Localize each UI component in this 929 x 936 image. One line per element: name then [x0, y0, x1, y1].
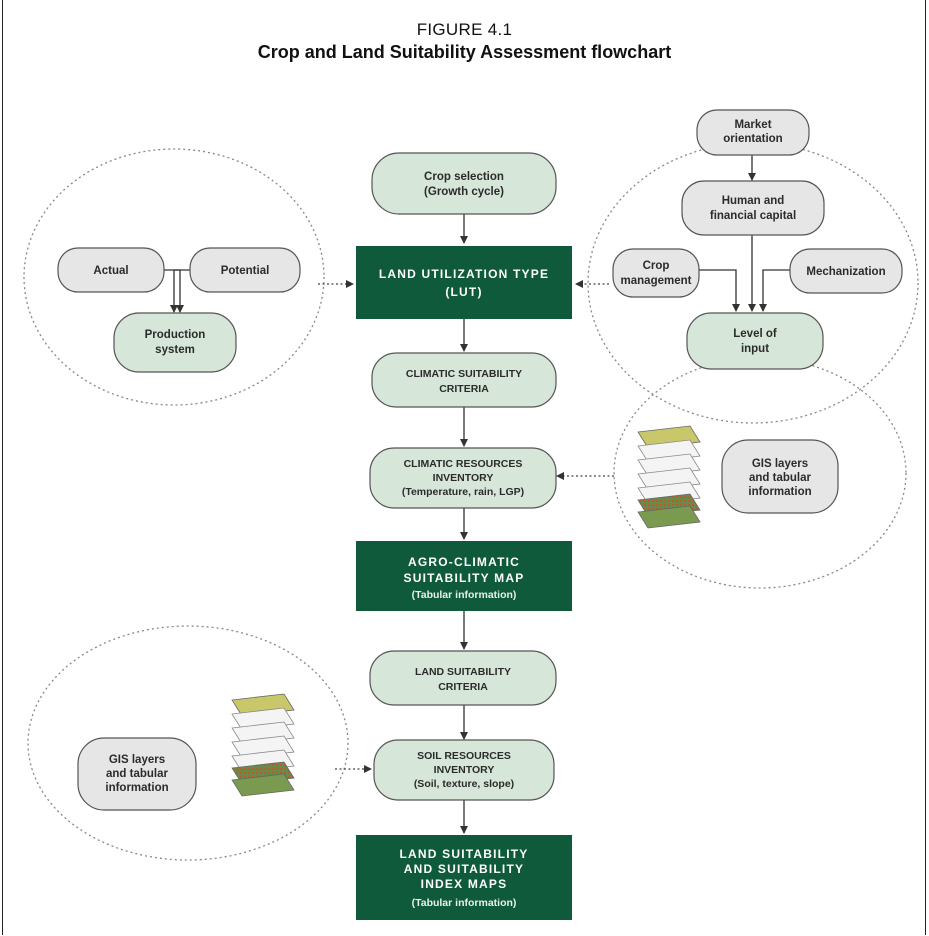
soil-inventory-label-1: SOIL RESOURCES [417, 750, 511, 762]
climatic-criteria-label-1: CLIMATIC SUITABILITY [406, 368, 522, 380]
crop-management-box [612, 248, 700, 298]
gis-left-label-2: and tabular [106, 768, 169, 780]
actual-box [57, 247, 165, 293]
potential-box [189, 247, 301, 293]
gis-left-ellipse [27, 625, 349, 861]
human-capital-box [681, 180, 825, 236]
crop-selection-label-2: (Growth cycle) [424, 186, 504, 198]
gis-right-label-1: GIS layers [752, 458, 808, 470]
final-map-label-4: (Tabular information) [412, 897, 517, 909]
gis-right-label-3: information [748, 486, 811, 498]
crop-selection-box [371, 152, 557, 215]
production-system-label-2: system [155, 344, 195, 356]
mechanization-box [789, 248, 903, 294]
human-capital-label-1: Human and [722, 195, 785, 207]
figure-title: Crop and Land Suitability Assessment flo… [257, 42, 672, 62]
lut-box [356, 246, 572, 319]
arrow-potential-to-production [170, 269, 190, 313]
production-group-ellipse [23, 148, 325, 406]
production-system-label-1: Production [145, 329, 206, 341]
land-criteria-label-1: LAND SUITABILITY [415, 666, 511, 678]
final-map-label-1: LAND SUITABILITY [400, 847, 529, 861]
climatic-inventory-box [369, 447, 557, 509]
soil-inventory-box [373, 739, 555, 801]
climatic-criteria-box [371, 352, 557, 408]
level-of-input-label-1: Level of [733, 328, 777, 340]
agro-climatic-map-label-3: (Tabular information) [412, 589, 517, 601]
crop-management-label-1: Crop [643, 260, 670, 272]
land-criteria-box [369, 650, 557, 706]
soil-inventory-label-3: (Soil, texture, slope) [414, 778, 514, 790]
actual-label: Actual [93, 265, 128, 277]
arrow-mechanization-to-input [759, 269, 790, 312]
figure-number: FIGURE 4.1 [416, 20, 513, 39]
mechanization-label: Mechanization [806, 266, 885, 278]
potential-label: Potential [221, 265, 270, 277]
gis-left-box [77, 737, 197, 811]
gis-left-label-1: GIS layers [109, 754, 165, 766]
gis-left-label-3: information [105, 782, 168, 794]
arrow-cropmgmt-to-input [699, 269, 740, 312]
agro-climatic-map-box [356, 541, 572, 611]
agro-climatic-map-label-1: AGRO-CLIMATIC [408, 555, 520, 569]
climatic-criteria-label-2: CRITERIA [439, 383, 489, 395]
lut-label-1: LAND UTILIZATION TYPE [379, 267, 549, 281]
soil-inventory-label-2: INVENTORY [434, 764, 495, 776]
market-label-1: Market [734, 119, 771, 131]
gis-layers-icon-right [637, 425, 701, 529]
crop-management-label-2: management [621, 275, 692, 287]
gis-layers-icon-left [231, 693, 295, 797]
production-system-box [113, 312, 237, 373]
lut-label-2: (LUT) [445, 285, 482, 299]
climatic-inventory-label-1: CLIMATIC RESOURCES [404, 458, 523, 470]
market-box [696, 109, 810, 156]
level-of-input-label-2: input [741, 343, 769, 355]
climatic-inventory-label-2: INVENTORY [433, 472, 494, 484]
arrow-actual-to-production [164, 269, 184, 313]
input-group-ellipse [587, 142, 919, 424]
crop-selection-label-1: Crop selection [424, 171, 504, 183]
final-map-label-3: INDEX MAPS [421, 877, 508, 891]
gis-right-box [721, 439, 839, 514]
level-of-input-box [686, 312, 824, 370]
agro-climatic-map-label-2: SUITABILITY MAP [404, 571, 525, 585]
final-map-box [356, 835, 572, 920]
human-capital-label-2: financial capital [710, 210, 796, 222]
climatic-inventory-label-3: (Temperature, rain, LGP) [402, 486, 524, 498]
gis-right-label-2: and tabular [749, 472, 812, 484]
land-criteria-label-2: CRITERIA [438, 681, 488, 693]
final-map-label-2: AND SUITABILITY [404, 862, 524, 876]
market-label-2: orientation [723, 133, 782, 145]
